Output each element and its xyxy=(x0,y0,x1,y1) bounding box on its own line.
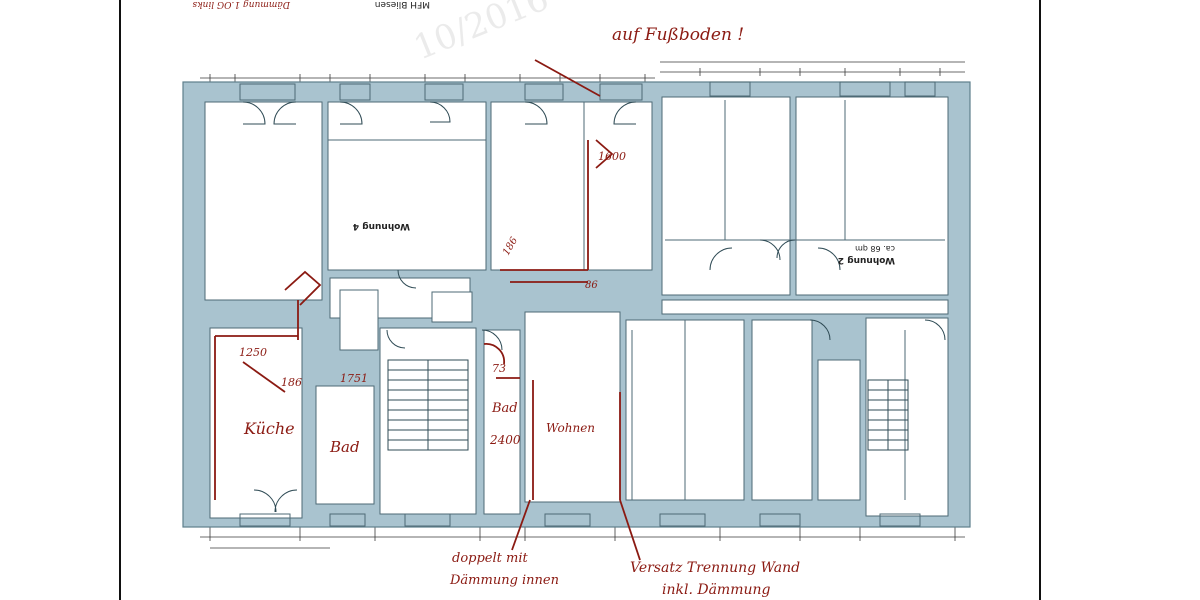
note-bad-left: Bad xyxy=(329,438,360,456)
staircase-left xyxy=(387,359,469,451)
label-wohnung-2: Wohnung 2 xyxy=(838,255,895,265)
interior-lines xyxy=(328,100,945,500)
note-doppelt-line2: Dämmung innen xyxy=(449,573,559,588)
print-header: MFH Bliesen xyxy=(375,0,430,9)
dimension-chain-top xyxy=(200,61,965,82)
stairwell-right xyxy=(865,317,949,517)
windows-top xyxy=(239,81,936,101)
note-versatz-line2: inkl. Dämmung xyxy=(662,582,771,598)
note-1250: 1250 xyxy=(239,346,267,359)
label-wohnung-4: Wohnung 4 xyxy=(353,221,410,231)
room-kitchen xyxy=(209,327,303,519)
note-versatz-line1: Versatz Trennung Wand xyxy=(630,560,800,576)
room-top-1 xyxy=(204,101,323,301)
room-living xyxy=(524,311,621,503)
red-markup xyxy=(214,59,641,561)
note-1751: 1751 xyxy=(340,372,368,385)
note-fussboden: auf Fußboden ! xyxy=(612,25,744,45)
note-186-kitchen: 186 xyxy=(281,376,302,389)
note-2400: 2400 xyxy=(489,433,521,447)
room-top-2 xyxy=(327,101,487,271)
room-small-1 xyxy=(339,289,379,351)
room-bath-right xyxy=(483,329,521,515)
corridor-right xyxy=(661,299,949,315)
door-swings xyxy=(242,101,946,513)
note-doppelt-line1: doppelt mit xyxy=(452,551,528,566)
room-bottom-7 xyxy=(817,359,861,501)
room-top-4 xyxy=(661,96,791,296)
label-wohnung-2-area: ca. 68 qm xyxy=(855,244,895,253)
note-wohnen: Wohnen xyxy=(546,421,595,435)
note-bad-right: Bad xyxy=(491,401,518,416)
room-top-5 xyxy=(795,96,949,296)
note-86: 86 xyxy=(585,280,598,291)
watermark: 10/2016 xyxy=(408,0,554,68)
room-top-3 xyxy=(490,101,653,271)
windows-bottom xyxy=(239,513,921,527)
room-bottom-6 xyxy=(751,319,813,501)
staircase-right xyxy=(867,379,909,451)
room-bath-left xyxy=(315,385,375,505)
note-kueche: Küche xyxy=(243,419,295,438)
note-73: 73 xyxy=(492,362,506,375)
note-1600: 1600 xyxy=(598,150,626,163)
handwritten-top-note: Dämmung 1.OG links xyxy=(192,0,291,9)
room-small-2 xyxy=(431,291,473,323)
